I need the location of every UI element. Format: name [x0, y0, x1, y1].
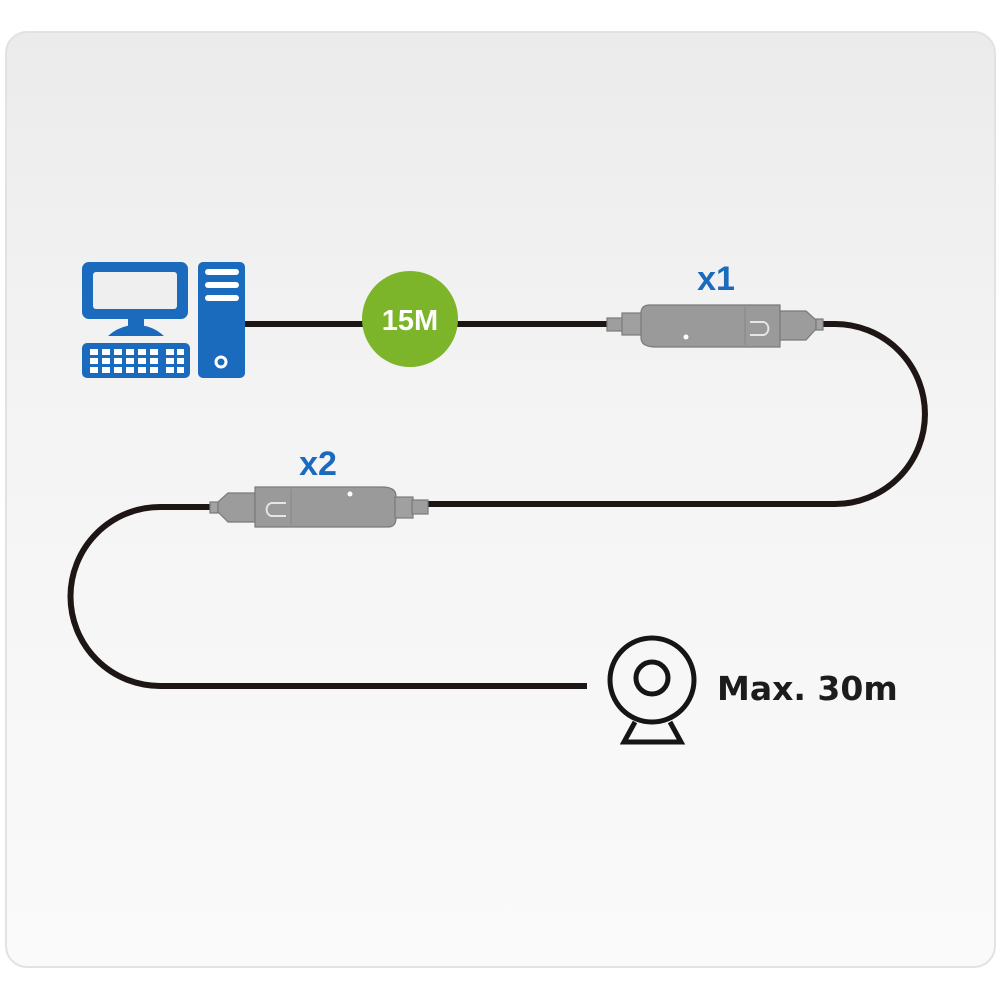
- keyboard-icon: [82, 343, 190, 378]
- usb-plug-tip: [411, 499, 429, 515]
- extender-1-label: x1: [697, 260, 735, 298]
- usb-plug-tip: [606, 317, 624, 332]
- cable: [67, 321, 928, 689]
- diagram-panel: [5, 31, 996, 968]
- desktop-computer-icon: [82, 262, 245, 378]
- webcam-icon: [607, 635, 697, 745]
- cable-length-badge: 15M: [362, 271, 458, 367]
- cable-segment-2: [428, 321, 928, 507]
- pc-tower-icon: [198, 262, 245, 378]
- extender-2-label: x2: [299, 445, 337, 483]
- usb-extender-2: [209, 486, 429, 528]
- usb-extender-1: [606, 304, 824, 348]
- cable-segment-3: [67, 504, 587, 689]
- badge-label: 15M: [382, 305, 438, 337]
- max-distance-label: Max. 30m: [717, 669, 898, 708]
- badge-circle: [362, 271, 458, 367]
